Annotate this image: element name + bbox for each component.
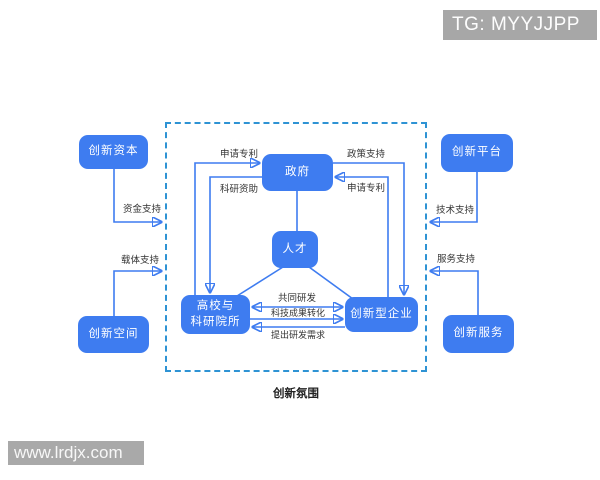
edge-label-policy-support: 政策支持 [346,149,385,160]
edge-label-achievement-transform: 科技成果转化 [270,308,325,318]
site-watermark: www.lrdjx.com [8,441,144,465]
edge-label-service-support: 服务支持 [436,254,475,265]
node-innovation-capital: 创新资本 [79,135,148,169]
edge-label-research-funding: 科研资助 [219,184,258,195]
node-innovation-space: 创新空间 [78,316,149,353]
edge-label-apply-patent-right: 申请专利 [346,183,385,194]
edge-label-apply-patent-left: 申请专利 [219,149,258,160]
edge-label-rd-demand: 提出研发需求 [270,330,325,340]
node-innovative-enterprises: 创新型企业 [345,297,418,332]
edge-label-carrier-support: 载体支持 [120,255,159,266]
node-universities-research-institutes: 高校与 科研院所 [181,295,250,334]
node-talent: 人才 [272,231,318,268]
innovation-atmosphere-frame [165,122,427,372]
edge-label-joint-rd: 共同研发 [277,293,316,304]
node-innovation-services: 创新服务 [443,315,514,353]
diagram-caption: 创新氛围 [273,388,319,400]
node-innovation-platform: 创新平台 [441,134,513,172]
telegram-tag-badge: TG: MYYJJPP [443,10,597,40]
edge-label-tech-support: 技术支持 [435,205,474,216]
edge-label-funding-support: 资金支持 [122,204,161,215]
node-government: 政府 [262,154,333,191]
